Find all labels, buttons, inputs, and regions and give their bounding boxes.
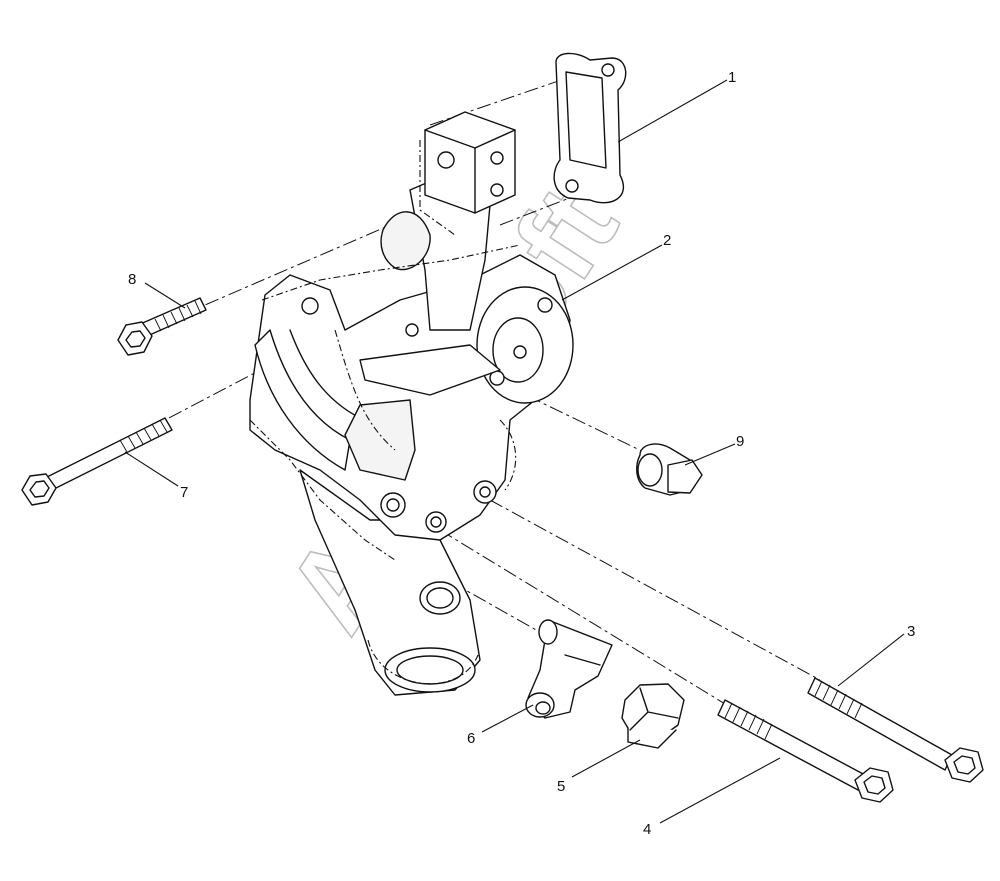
part-7-bolt [21, 417, 173, 506]
callout-1: 1 [728, 69, 736, 86]
callout-6: 6 [467, 730, 475, 747]
callout-5: 5 [557, 778, 565, 795]
part-9-plug [636, 443, 703, 496]
callout-labels: 1 2 3 4 5 6 7 8 9 [128, 69, 915, 838]
part-2-housing [249, 111, 574, 696]
callout-8: 8 [128, 271, 136, 288]
callout-7: 7 [180, 484, 188, 501]
callout-4: 4 [643, 821, 651, 838]
part-3-bolt [807, 677, 984, 783]
callout-2: 2 [663, 232, 671, 249]
part-5-plug [621, 683, 685, 749]
part-8-bolt [117, 297, 207, 356]
part-6-elbow [525, 619, 613, 719]
leader-lines [124, 79, 905, 824]
part-1-gasket [553, 52, 627, 204]
callout-9: 9 [736, 433, 744, 450]
callout-3: 3 [907, 623, 915, 640]
part-4-bolt [717, 699, 894, 803]
